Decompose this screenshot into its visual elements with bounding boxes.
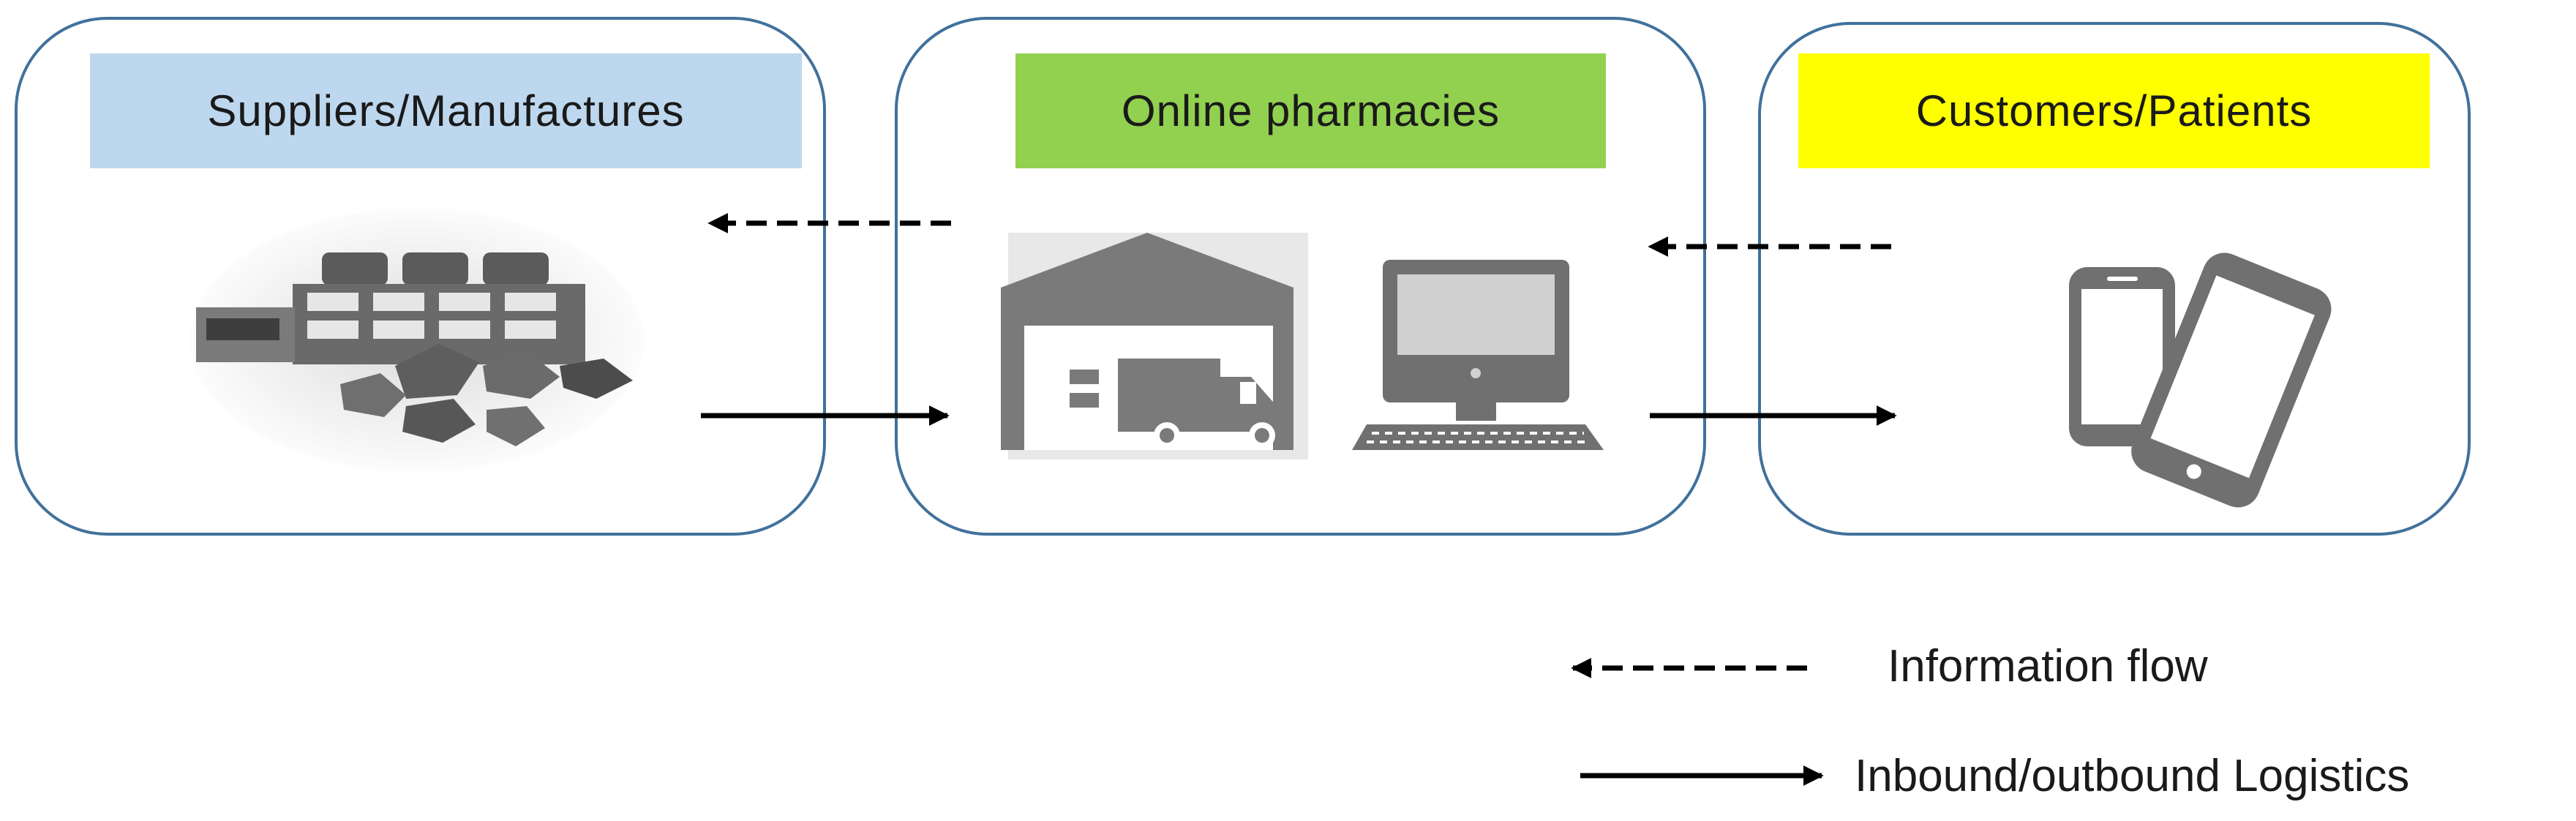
pharmacies-header [1015, 53, 1606, 168]
smartphones-icon [2069, 252, 2332, 508]
suppliers-label: Suppliers/Manufactures [207, 86, 685, 135]
computer-icon [1352, 260, 1604, 450]
legend-logistics-label: Inbound/outbound Logistics [1855, 751, 2410, 801]
pharmacies-label: Online pharmacies [1121, 86, 1501, 135]
suppliers-header [90, 53, 802, 168]
factory-icon [190, 209, 644, 472]
warehouse-truck-icon [1001, 233, 1308, 460]
customers-header [1798, 53, 2430, 168]
customers-label: Customers/Patients [1915, 86, 2313, 135]
legend-information-flow-label: Information flow [1888, 641, 2208, 691]
